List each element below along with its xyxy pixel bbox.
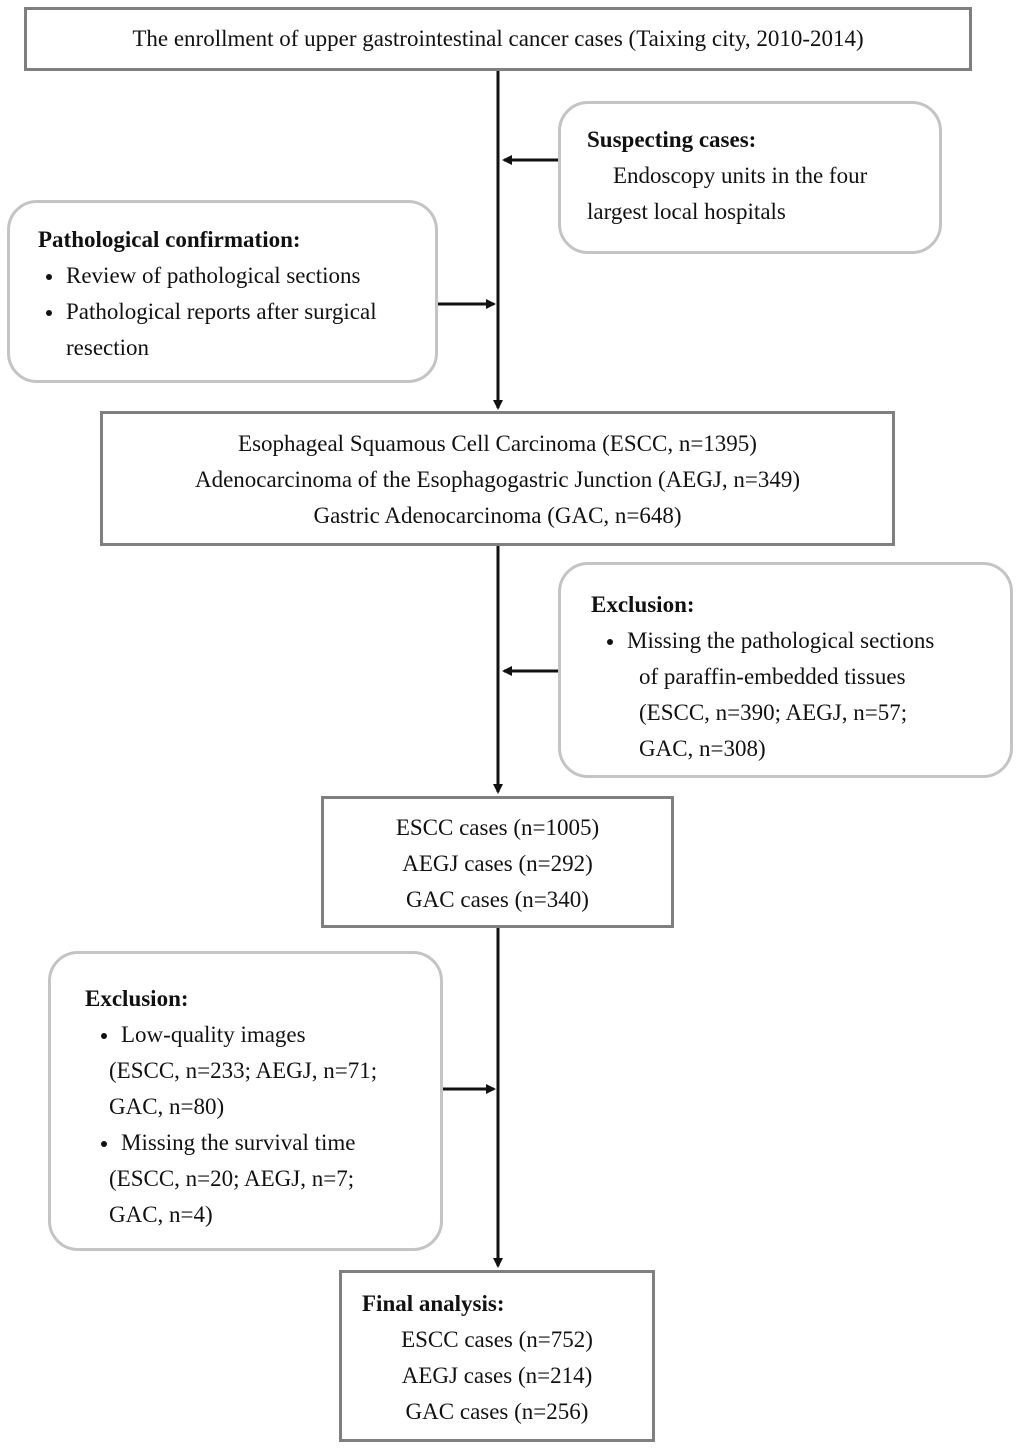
exclusion-1-title: Exclusion: xyxy=(591,592,695,617)
exclusion-1-item: Missing the pathological sections xyxy=(591,623,1010,659)
cancer-types-box: Esophageal Squamous Cell Carcinoma (ESCC… xyxy=(100,411,895,546)
enrollment-text: The enrollment of upper gastrointestinal… xyxy=(132,26,864,51)
cancer-type-escc: Esophageal Squamous Cell Carcinoma (ESCC… xyxy=(238,431,757,456)
final-escc: ESCC cases (n=752) xyxy=(401,1327,593,1352)
suspecting-title: Suspecting cases: xyxy=(587,127,757,152)
exclusion-2-item-1-line-2: (ESCC, n=233; AEGJ, n=71; xyxy=(109,1058,378,1083)
exclusion-2-item-2-line-2: (ESCC, n=20; AEGJ, n=7; xyxy=(109,1166,355,1191)
pathological-item-2: Pathological reports after surgical xyxy=(38,294,435,330)
exclusion-2-item-1-line-3: GAC, n=80) xyxy=(109,1094,225,1119)
pathological-confirmation-box: Pathological confirmation: Review of pat… xyxy=(7,200,438,383)
final-aegj: AEGJ cases (n=214) xyxy=(401,1363,593,1388)
suspecting-cases-box: Suspecting cases: Endoscopy units in the… xyxy=(558,101,942,254)
exclusion-2-item-2: Missing the survival time xyxy=(85,1125,440,1161)
cases-aegj: AEGJ cases (n=292) xyxy=(402,851,593,876)
suspecting-line-2: largest local hospitals xyxy=(587,199,786,224)
pathological-title: Pathological confirmation: xyxy=(38,227,301,252)
suspecting-line-1: Endoscopy units in the four xyxy=(613,163,868,188)
enrollment-box: The enrollment of upper gastrointestinal… xyxy=(24,7,972,71)
pathological-item-1: Review of pathological sections xyxy=(38,258,435,294)
cases-gac: GAC cases (n=340) xyxy=(406,887,589,912)
exclusion-1-line-3: (ESCC, n=390; AEGJ, n=57; xyxy=(639,700,908,725)
exclusion-1-line-2: of paraffin-embedded tissues xyxy=(639,664,906,689)
cancer-type-gac: Gastric Adenocarcinoma (GAC, n=648) xyxy=(313,503,682,528)
cases-escc: ESCC cases (n=1005) xyxy=(395,815,600,840)
exclusion-2-title: Exclusion: xyxy=(85,986,189,1011)
exclusion-2-item-1: Low-quality images xyxy=(85,1017,440,1053)
final-gac: GAC cases (n=256) xyxy=(405,1399,589,1424)
final-title: Final analysis: xyxy=(362,1291,505,1316)
final-analysis-box: Final analysis: ESCC cases (n=752) AEGJ … xyxy=(339,1270,655,1442)
exclusion-box-2: Exclusion: Low-quality images (ESCC, n=2… xyxy=(48,951,443,1251)
cancer-type-aegj: Adenocarcinoma of the Esophagogastric Ju… xyxy=(194,467,801,492)
exclusion-1-line-4: GAC, n=308) xyxy=(639,736,766,761)
exclusion-box-1: Exclusion: Missing the pathological sect… xyxy=(558,562,1013,778)
exclusion-2-item-2-line-3: GAC, n=4) xyxy=(109,1202,213,1227)
pathological-item-2-cont: resection xyxy=(66,335,150,360)
cases-box: ESCC cases (n=1005) AEGJ cases (n=292) G… xyxy=(321,796,674,928)
